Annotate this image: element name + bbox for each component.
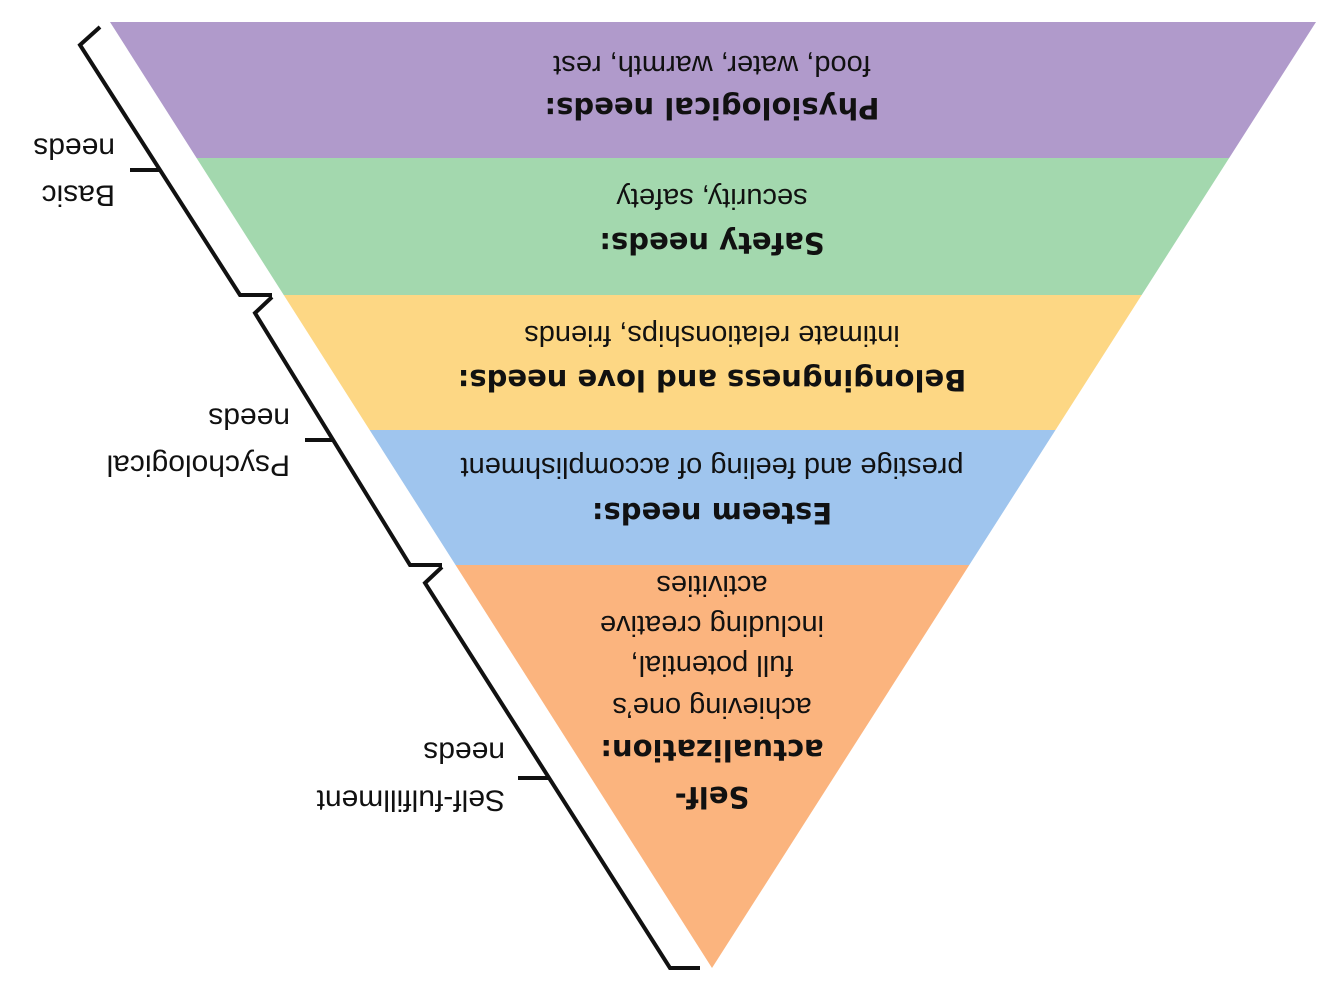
level-band-shape xyxy=(455,565,970,968)
level-description: prestige and feeling of accomplishment xyxy=(461,451,964,483)
level-band-shape xyxy=(110,22,1316,158)
group-label: Basic xyxy=(42,179,115,212)
level-band: Self-actualization: achieving one’s full p… xyxy=(455,565,970,968)
level-description: security, safety xyxy=(616,182,808,214)
level-description: full potential, xyxy=(631,649,794,681)
level-band-shape xyxy=(283,295,1142,430)
level-description: activities xyxy=(656,569,767,601)
group-bracket: Basic needs xyxy=(33,25,272,297)
level-band-shape xyxy=(196,158,1230,295)
group-label: needs xyxy=(33,132,115,165)
group-label: Self-fulfillment xyxy=(316,784,505,817)
level-description: including creative xyxy=(600,609,824,641)
level-title: Esteem needs: xyxy=(592,496,832,530)
group-label: needs xyxy=(423,736,505,769)
level-band: Esteem needs: prestige and feeling of acc… xyxy=(369,430,1056,565)
level-title: Belongingness and love needs: xyxy=(458,363,967,397)
level-description: intimate relationships, friends xyxy=(524,319,900,351)
level-band-shape xyxy=(369,430,1056,565)
level-title: Safety needs: xyxy=(599,226,824,260)
group-bracket: Psychological needs xyxy=(107,295,442,567)
group-label: needs xyxy=(208,402,290,435)
level-title: actualization: xyxy=(600,733,823,767)
group-label: Psychological xyxy=(107,449,290,482)
level-band: Belongingness and love needs: intimate re… xyxy=(283,295,1142,430)
level-title: Self- xyxy=(675,780,750,814)
level-band: Safety needs: security, safety xyxy=(196,158,1230,295)
group-bracket: Self-fulfillment needs xyxy=(316,565,700,970)
bracket-line xyxy=(252,295,442,567)
bracket-line xyxy=(422,565,700,970)
level-title: Physiological needs: xyxy=(545,91,880,125)
level-description: achieving one’s xyxy=(612,691,811,723)
level-description: food, water, warmth, rest xyxy=(553,49,871,81)
level-band: Physiological needs: food, water, warmth,… xyxy=(110,22,1316,158)
